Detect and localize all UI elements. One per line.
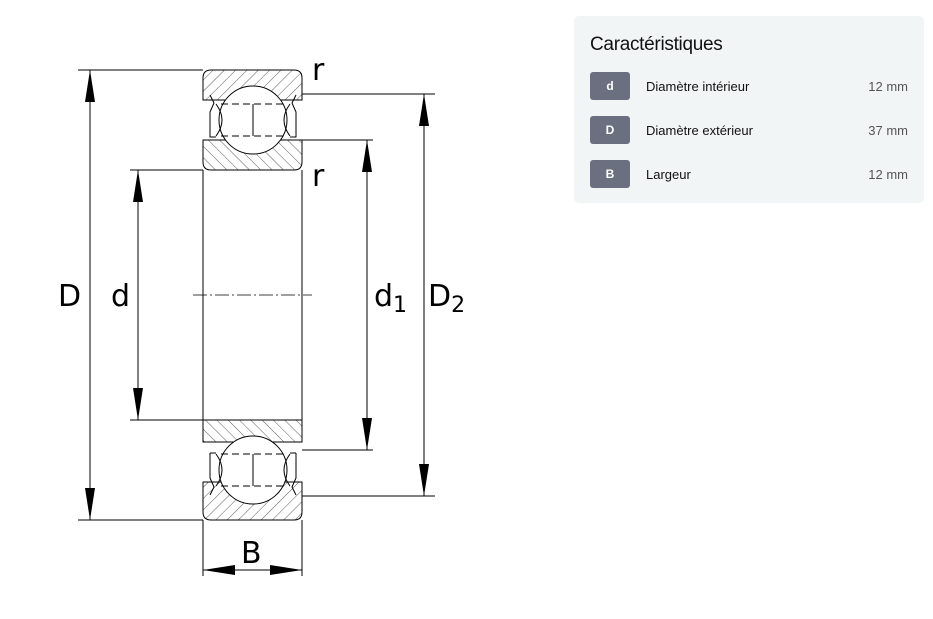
characteristics-panel: Caractéristiques d Diamètre intérieur 12… bbox=[574, 16, 924, 203]
bearing-section-top bbox=[202, 69, 303, 171]
characteristic-name: Diamètre intérieur bbox=[646, 78, 750, 94]
label-r-top: r bbox=[312, 53, 325, 88]
label-B: B bbox=[241, 536, 262, 571]
characteristic-name: Diamètre extérieur bbox=[646, 122, 753, 138]
symbol-badge: B bbox=[590, 160, 630, 188]
characteristic-row: D Diamètre extérieur 37 mm bbox=[590, 116, 908, 144]
symbol-badge: D bbox=[590, 116, 630, 144]
bearing-section-bottom bbox=[202, 419, 303, 521]
characteristic-name: Largeur bbox=[646, 166, 691, 182]
symbol-badge: d bbox=[590, 72, 630, 100]
bearing-drawing: D d d1 D2 r r B bbox=[58, 53, 465, 576]
characteristic-value: 37 mm bbox=[868, 122, 908, 138]
label-D2: D2 bbox=[428, 279, 465, 318]
characteristic-row: B Largeur 12 mm bbox=[590, 160, 908, 188]
characteristic-row: d Diamètre intérieur 12 mm bbox=[590, 72, 908, 100]
label-D: D bbox=[58, 279, 81, 314]
label-d: d bbox=[111, 279, 130, 314]
label-d1: d1 bbox=[374, 279, 407, 318]
label-r-bottom: r bbox=[312, 159, 325, 194]
panel-title: Caractéristiques bbox=[590, 34, 723, 55]
characteristic-value: 12 mm bbox=[868, 166, 908, 182]
characteristic-value: 12 mm bbox=[868, 78, 908, 94]
